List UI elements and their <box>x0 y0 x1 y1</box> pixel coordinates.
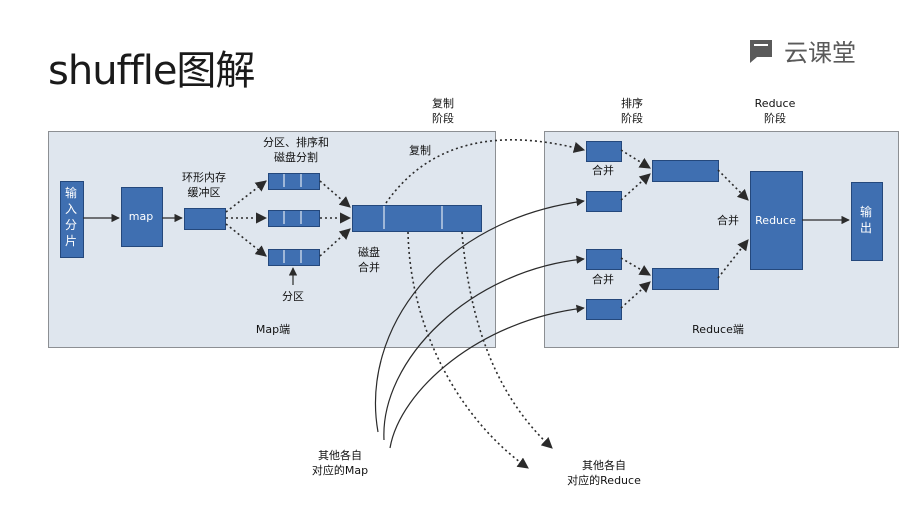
merge-final-label: 合并 <box>717 214 739 227</box>
sort-phase-label: 排序 阶段 <box>621 97 643 125</box>
arrow-other-map-3 <box>389 304 585 449</box>
merge-top-label: 合并 <box>592 164 614 177</box>
fetched-segment-4 <box>586 299 622 320</box>
ring-buffer-box <box>184 208 226 230</box>
reduce-box <box>750 171 803 270</box>
other-reduces-label: 其他各自 对应的Reduce <box>567 459 641 487</box>
reduce-side-label: Reduce端 <box>692 323 744 336</box>
arrow-to-other-reduce-2 <box>461 231 553 449</box>
spill-file-middle <box>268 210 320 227</box>
arrow-other-map-2 <box>383 255 585 441</box>
spill-file-top <box>268 173 320 190</box>
merge-bottom-label: 合并 <box>592 273 614 286</box>
input-split-box <box>60 181 84 258</box>
arrow-buffer-to-spill-top <box>225 180 267 213</box>
arrow-seg2-to-merge <box>620 173 651 201</box>
ring-buffer-label: 环形内存 缓冲区 <box>182 171 226 199</box>
brand-name: 云课堂 <box>784 39 856 67</box>
arrow-spill-top-to-merge <box>319 180 351 208</box>
output-label: 输出 <box>859 205 872 235</box>
arrow-buffer-to-spill-bottom <box>225 223 267 257</box>
partition-sort-spill-label: 分区、排序和 磁盘分割 <box>263 136 329 164</box>
input-split-label: 输入分片 <box>64 186 77 248</box>
brand-logo: 云课堂 <box>748 33 856 68</box>
arrow-other-map-1 <box>374 197 585 433</box>
spill-file-bottom <box>268 249 320 266</box>
reduce-phase-label: Reduce 阶段 <box>754 97 796 125</box>
fetched-segment-1 <box>586 141 622 162</box>
fetched-segment-2 <box>586 191 622 212</box>
disk-merge-label: 磁盘 合并 <box>358 246 380 274</box>
reduce-box-label: Reduce <box>755 214 796 227</box>
copy-label: 复制 <box>409 144 431 157</box>
arrow-seg4-to-merge <box>620 281 651 309</box>
copy-phase-label: 复制 阶段 <box>432 97 454 125</box>
arrow-to-other-reduce-1 <box>407 231 529 469</box>
merged-file-bottom <box>652 268 719 290</box>
page-title: shuffle图解 <box>48 48 255 94</box>
output-box <box>851 182 883 261</box>
arrow-merge-top-to-reduce <box>717 169 749 201</box>
merged-output-file <box>352 205 482 232</box>
arrow-spill-bottom-to-merge <box>319 228 351 257</box>
map-box <box>121 187 163 247</box>
chat-bubble-icon <box>750 39 772 63</box>
map-box-label: map <box>128 210 154 223</box>
other-maps-label: 其他各自 对应的Map <box>311 449 369 477</box>
arrow-seg1-to-merge <box>620 149 651 169</box>
arrow-merge-bottom-to-reduce <box>717 239 749 279</box>
arrow-seg3-to-merge <box>620 257 651 276</box>
fetched-segment-3 <box>586 249 622 270</box>
map-side-label: Map端 <box>255 323 291 336</box>
partition-label: 分区 <box>282 290 304 303</box>
